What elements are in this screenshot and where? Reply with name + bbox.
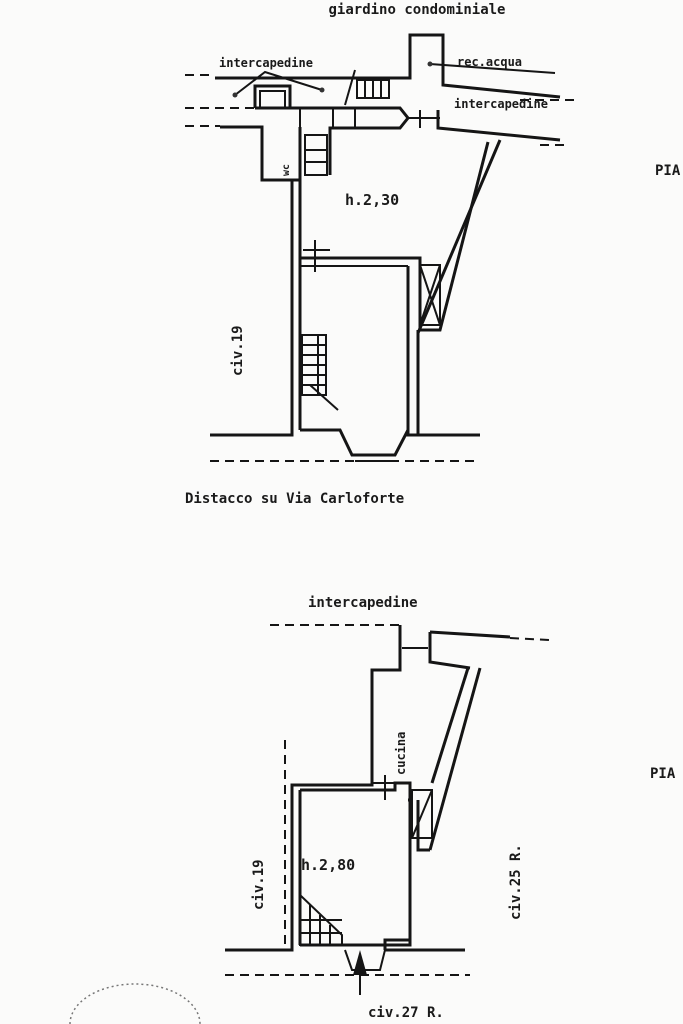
label-civ19-upper: civ.19 [230, 325, 246, 376]
stamp-mark [69, 983, 201, 1024]
label-height-lower: h.2,80 [301, 856, 355, 874]
lower-plan-walls [225, 624, 551, 995]
label-pia-upper: PIA [655, 163, 681, 179]
label-intercapedine-lower: intercapedine [308, 595, 418, 611]
caption-distacco: Distacco su Via Carloforte [185, 491, 404, 507]
label-civ19-lower: civ.19 [251, 859, 267, 910]
entrance-arrow-icon [353, 950, 367, 975]
label-intercapedine-right: intercapedine [454, 97, 548, 111]
label-cucina: cucina [394, 732, 408, 775]
label-civ27: civ.27 R. [368, 1005, 444, 1021]
label-pia-lower: PIA [650, 766, 676, 782]
label-giardino: giardino condominiale [328, 2, 505, 18]
stairs-icon [299, 892, 343, 946]
stairs-icon [301, 69, 390, 411]
label-civ25: civ.25 R. [508, 844, 524, 920]
label-wc: wc [281, 164, 292, 176]
label-height-upper: h.2,30 [345, 191, 399, 209]
upper-plan-walls [185, 33, 580, 462]
label-intercapedine-left: intercapedine [219, 56, 313, 70]
label-rec-acqua: rec.acqua [457, 55, 522, 69]
